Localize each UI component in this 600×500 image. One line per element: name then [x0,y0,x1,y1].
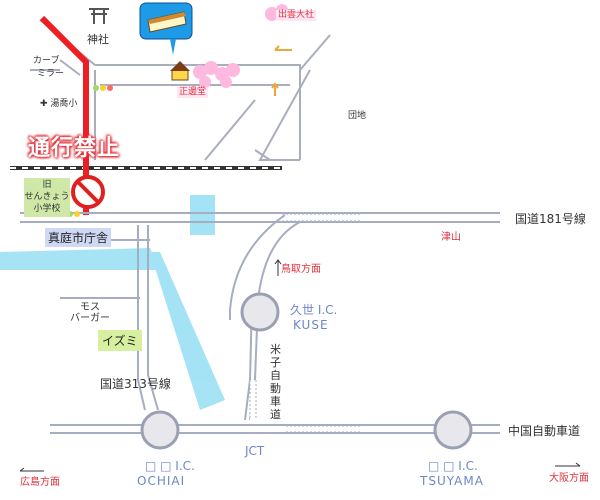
mos-line-1: モス [80,302,100,313]
yonago-exp-5: 車 [270,395,281,408]
interchange-ochiai [140,410,180,450]
yonago-exp-6: 道 [270,408,281,421]
chugoku-expressway [50,424,500,434]
izumo-shrine-label: 出雲大社 [276,10,317,21]
route-181 [20,212,500,223]
tottori-label: 鳥取方面 [281,264,321,275]
old-school-box: 旧 せんきょう 小学校 [24,178,70,217]
izumi-label: イズミ [98,330,142,351]
school-cross-label: ✚ 湯喬小 [40,99,78,109]
kuse-ic-jp: 久世 I.C. [290,303,338,317]
osaka-label: 大阪方面 [549,473,589,484]
mos-burger-label: モス バーガー [70,302,110,324]
sakura-icon [193,4,288,88]
curve-mirror-2: ミラー [37,69,65,79]
shrine-label: 神社 [87,33,109,46]
direction-arrows [19,259,581,472]
hiroshima-label: 広島方面 [20,477,60,488]
jct-label: JCT [245,444,265,458]
torii-icon [89,8,109,24]
mos-line-2: バーガー [70,313,110,324]
chugoku-exp-label: 中国自動車道 [508,424,581,438]
yonago-exp-2: 子 [270,356,281,369]
yonago-exp-4: 動 [270,382,281,395]
interchange-tsuyama [433,410,473,450]
interchange-kuse [240,292,280,332]
city-hall-label: 真庭市庁舎 [45,228,112,247]
road-closed-label: 通行禁止 [28,136,121,161]
old-school-line-3: 小学校 [33,204,61,214]
river [0,195,225,410]
arrow-icons [271,45,292,96]
shop-pin-icon [139,2,193,81]
tsuyama-label: 津山 [441,232,461,243]
old-school-line-2: せんきょう [24,192,70,202]
ochiai-ic-jp: □ □ I.C. [145,459,195,473]
curve-mirror-1: カーブ [33,56,60,66]
route-181-label: 国道181号線 [515,212,586,226]
tsuyama-ic-en: TSUYAMA [420,474,484,488]
cemetery-label: 団地 [348,111,367,121]
route-313-label: 国道313号線 [100,377,171,391]
tsuyama-ic-jp: □ □ I.C. [428,459,478,473]
old-school-line-1: 旧 [42,180,52,190]
yonago-exp-3: 自 [270,369,281,382]
closed-road [39,15,105,215]
ochiai-ic-en: OCHIAI [137,474,186,488]
shop-name-label: 正邊堂 [177,87,209,98]
yonago-exp-1: 米 [270,343,281,356]
kuse-ic-en: KUSE [293,318,329,332]
route-313 [60,225,159,411]
traffic-signal-icon [67,85,113,217]
